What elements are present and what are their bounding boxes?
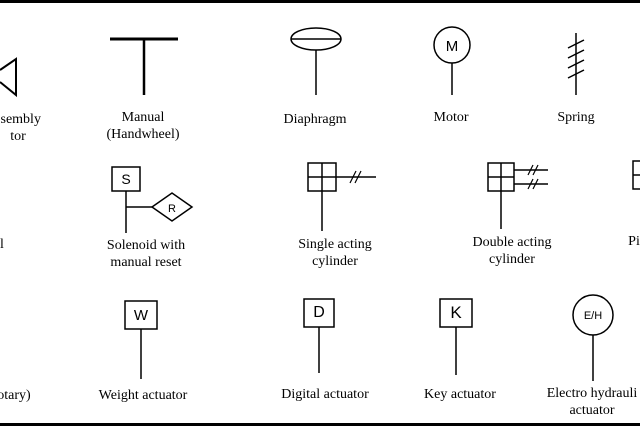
key-actuator-symbol xyxy=(439,298,473,375)
weight-letter: W xyxy=(134,307,149,324)
eh-label: Electro hydrauli actuator xyxy=(546,386,638,418)
motor-label: Motor xyxy=(433,110,469,125)
double-cylinder-symbol xyxy=(487,162,548,229)
weight-label: Weight actuator xyxy=(98,388,188,403)
digital-label: Digital actuator xyxy=(281,387,369,402)
double-cylinder-label: Double acting cylinder xyxy=(472,235,552,267)
assembly-label: ssembly tor xyxy=(0,112,41,144)
pi-symbol xyxy=(632,160,640,190)
eh-actuator-symbol xyxy=(572,294,614,381)
eh-letter: E/H xyxy=(584,310,602,322)
solenoid-symbol xyxy=(111,166,194,233)
assembly-symbol xyxy=(0,57,17,98)
digital-letter: D xyxy=(313,304,325,321)
motor-symbol xyxy=(433,26,471,95)
solenoid-label: Solenoid with manual reset xyxy=(106,238,186,270)
spring-symbol xyxy=(567,33,585,95)
pi-label: Pi xyxy=(628,234,640,249)
single-cylinder-label: Single acting cylinder xyxy=(298,237,372,269)
diaphragm-symbol xyxy=(290,27,342,95)
manual-handwheel-symbol xyxy=(110,37,178,95)
solenoid-letter-s: S xyxy=(121,171,130,187)
weight-actuator-symbol xyxy=(124,300,158,379)
rotary-label: otary) xyxy=(0,388,31,403)
motor-letter: M xyxy=(446,38,459,55)
key-letter: K xyxy=(450,303,462,322)
symbol-drawings: M S R W D K E/H xyxy=(0,26,640,381)
digital-actuator-symbol xyxy=(303,298,335,373)
solenoid-letter-r: R xyxy=(168,203,176,215)
key-label: Key actuator xyxy=(424,387,496,402)
spring-label: Spring xyxy=(557,110,595,125)
diaphragm-label: Diaphragm xyxy=(283,112,347,127)
manual-label: Manual (Handwheel) xyxy=(106,110,180,142)
left-mid-label: l xyxy=(0,237,4,252)
single-cylinder-symbol xyxy=(307,162,376,231)
